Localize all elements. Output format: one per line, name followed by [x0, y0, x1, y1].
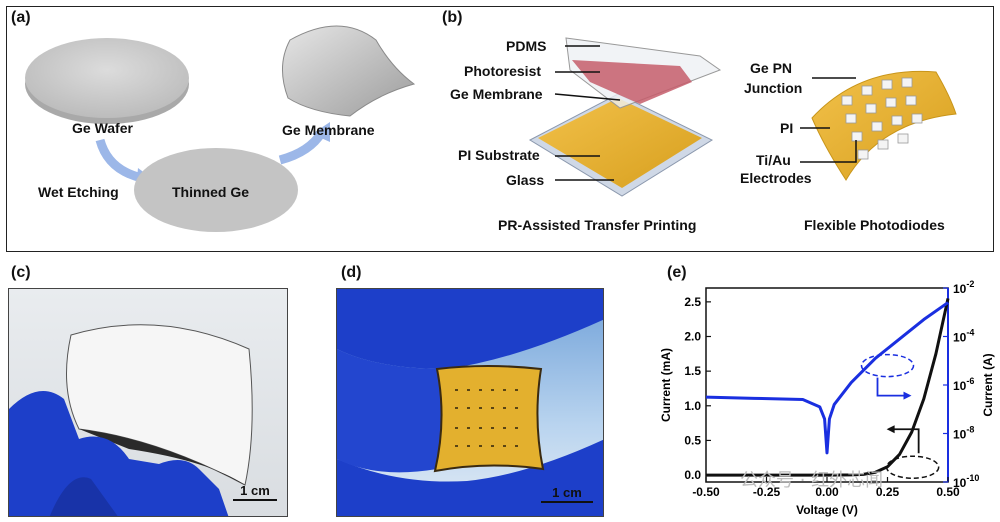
photoresist-label: Photoresist	[464, 63, 542, 79]
x-tick-label: 0.50	[936, 485, 960, 499]
y2-tick-label: 10-10	[953, 473, 979, 490]
glove-top	[337, 289, 603, 369]
y-tick-label: 1.0	[684, 399, 701, 413]
panel-c-label: (c)	[11, 264, 31, 281]
ge-membrane-label-a: Ge Membrane	[282, 122, 375, 138]
glass-label: Glass	[506, 172, 545, 188]
thinned-ge-label: Thinned Ge	[172, 184, 249, 200]
y-tick-label: 0.5	[684, 433, 701, 447]
y-axis-label: Current (mA)	[659, 348, 673, 422]
flexible-photodiodes-caption: Flexible Photodiodes	[804, 217, 945, 233]
wet-etching-label: Wet Etching	[38, 184, 119, 200]
ge-pn-label: Ge PN	[750, 60, 793, 76]
y-tick-label: 2.5	[684, 295, 701, 309]
y2-axis-label: Current (A)	[981, 353, 995, 416]
log-curve-arrow	[876, 377, 906, 397]
tiau-label: Ti/Au	[756, 152, 791, 168]
pi-substrate-layer	[538, 98, 702, 188]
y-tick-label: 2.0	[684, 330, 701, 344]
x-tick-label: 0.00	[815, 485, 839, 499]
panel-e-label: (e)	[667, 264, 687, 281]
scalebar-c-text: 1 cm	[240, 483, 270, 498]
glove-hand	[9, 391, 229, 516]
ge-wafer-label: Ge Wafer	[72, 120, 133, 136]
device-in-hand-photo	[337, 289, 603, 516]
watermark-text: 公众号 · 红外芯闻	[740, 470, 884, 491]
flexible-device	[433, 365, 545, 473]
y2-tick-label: 10-8	[953, 425, 974, 442]
flexible-film-photo	[9, 324, 253, 516]
pi-label: PI	[780, 120, 794, 136]
y2-tick-label: 10-6	[953, 376, 974, 393]
y2-tick-label: 10-2	[953, 279, 974, 296]
pi-substrate-label: PI Substrate	[458, 147, 540, 163]
series-line-1	[705, 301, 949, 455]
linear-curve-arrow	[892, 428, 920, 454]
panel-d-photo: 1 cm	[336, 288, 604, 517]
panel-b-label: (b)	[442, 9, 463, 26]
y-tick-label: 0.0	[684, 468, 701, 482]
linear-curve-arrowhead	[886, 425, 895, 434]
ge-membrane-label-b: Ge Membrane	[450, 86, 543, 102]
panel-ab-frame	[6, 6, 994, 252]
x-axis-label: Voltage (V)	[796, 503, 858, 517]
series-line-0	[706, 298, 950, 477]
y-tick-label: 1.5	[684, 364, 701, 378]
thinned-ge-disc	[134, 148, 298, 232]
panel-a-label: (a)	[11, 9, 31, 26]
x-tick-label: -0.50	[692, 485, 720, 499]
panel-c-photo: 1 cm	[8, 288, 288, 517]
electrodes-label: Electrodes	[740, 170, 812, 186]
log-curve-arrowhead	[903, 391, 912, 400]
linear-curve-ellipse	[885, 455, 940, 479]
x-tick-label: 0.25	[876, 485, 900, 499]
ge-membrane-sheet	[282, 25, 416, 117]
scalebar-c: 1 cm	[233, 483, 277, 501]
glove-bottom	[337, 439, 603, 516]
x-tick-label: -0.25	[753, 485, 781, 499]
pn-junction-array	[841, 77, 923, 160]
scalebar-d-text: 1 cm	[552, 485, 582, 500]
transfer-printing-caption: PR-Assisted Transfer Printing	[498, 217, 697, 233]
etch-arrow	[95, 138, 144, 183]
y2-tick-label: 10-4	[953, 328, 974, 345]
junction-label: Junction	[744, 80, 803, 96]
log-curve-ellipse	[860, 353, 915, 378]
panel-d-label: (d)	[341, 264, 362, 281]
ge-wafer-disc	[25, 38, 189, 124]
scalebar-d: 1 cm	[541, 485, 593, 503]
photoresist-layer	[572, 60, 692, 104]
pdms-label: PDMS	[506, 38, 547, 54]
